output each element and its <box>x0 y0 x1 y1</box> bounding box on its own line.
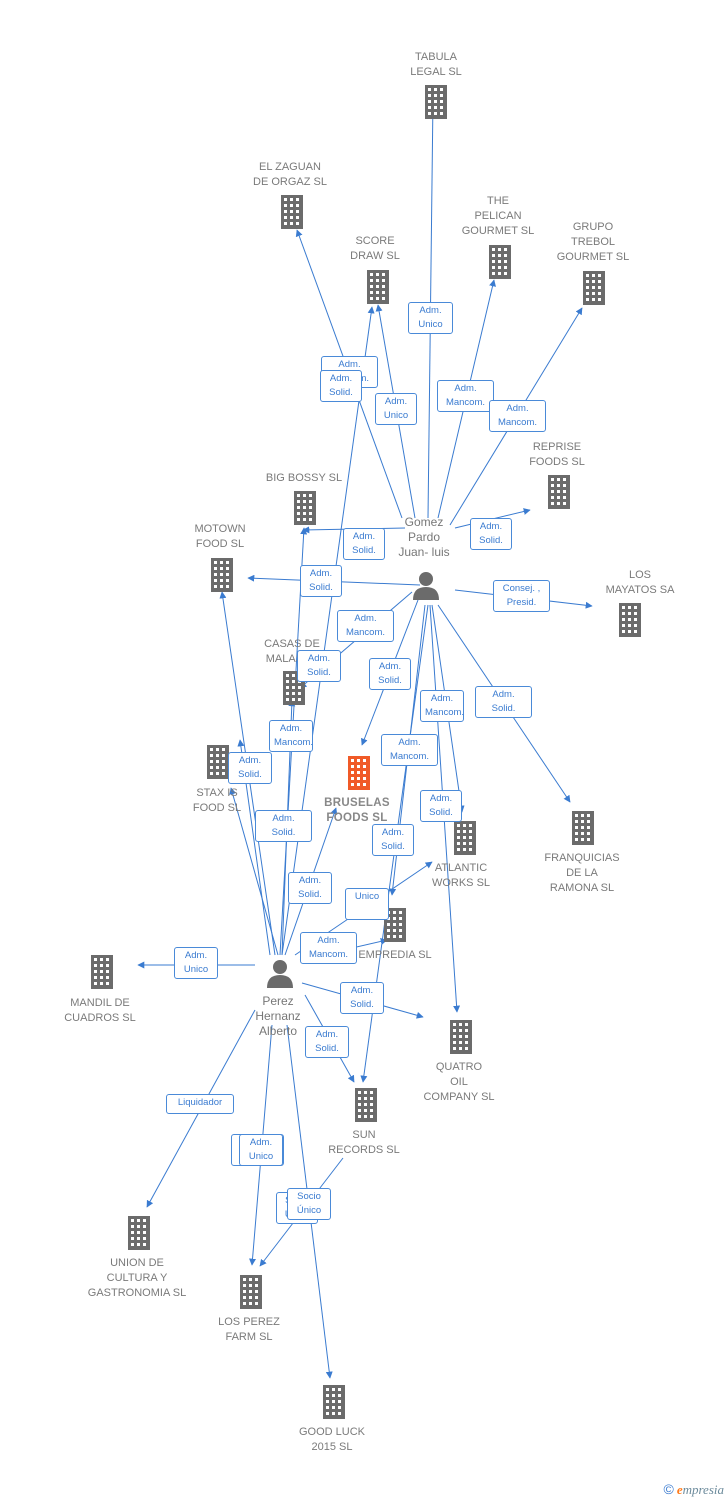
company-label[interactable]: MOTOWN FOOD SL <box>194 523 246 550</box>
edge-line <box>281 306 375 956</box>
company-building-icon[interactable] <box>87 955 117 989</box>
company-building-icon[interactable] <box>290 491 320 525</box>
role-label: Adm. Solid. <box>475 686 532 718</box>
empresia-logo: ©empresia <box>663 1481 724 1497</box>
company-label[interactable]: LOS MAYATOS SA <box>605 569 675 596</box>
company-building-icon[interactable] <box>236 1275 266 1309</box>
company-label[interactable]: UNION DE CULTURA Y GASTRONOMIA SL <box>87 1257 187 1299</box>
company-building-icon[interactable] <box>421 85 451 119</box>
company-label[interactable]: MANDIL DE CUADROS SL <box>64 997 136 1024</box>
role-label: Adm. Solid. <box>320 370 362 402</box>
company-label[interactable]: EMPREDIA SL <box>358 949 432 961</box>
company-building-icon[interactable] <box>568 811 598 845</box>
company-building-icon[interactable] <box>485 245 515 279</box>
role-label: Adm. Solid. <box>305 1026 349 1058</box>
company-label[interactable]: SUN RECORDS SL <box>328 1129 400 1156</box>
company-building-icon[interactable] <box>124 1216 154 1250</box>
role-label: Liquidador <box>166 1094 234 1114</box>
person-label[interactable]: Perez Hernanz Alberto <box>255 994 301 1038</box>
role-label: Adm. Mancom. <box>420 690 464 722</box>
company-label[interactable]: SCORE DRAW SL <box>350 235 400 262</box>
person-icon[interactable] <box>265 958 295 988</box>
role-label: Adm. Solid. <box>369 658 411 690</box>
role-label: Consej. , Presid. <box>493 580 550 612</box>
company-building-icon[interactable] <box>319 1385 349 1419</box>
company-building-icon[interactable] <box>579 271 609 305</box>
company-label[interactable]: FRANQUICIAS DE LA RAMONA SL <box>544 852 620 894</box>
role-label: Adm. Mancom. <box>269 720 313 752</box>
role-label: Adm. Mancom. <box>381 734 438 766</box>
company-label[interactable]: LOS PEREZ FARM SL <box>218 1316 280 1343</box>
role-label: Adm. Unico <box>239 1134 283 1166</box>
role-label: Adm. Solid. <box>343 528 385 560</box>
company-label[interactable]: BIG BOSSY SL <box>265 472 343 484</box>
role-label: Adm. Solid. <box>297 650 341 682</box>
company-building-icon[interactable] <box>351 1088 381 1122</box>
company-building-icon[interactable] <box>363 270 393 304</box>
company-label[interactable]: STAX IS FOOD SL <box>192 787 242 814</box>
role-label: Adm. Mancom. <box>337 610 394 642</box>
company-building-icon[interactable] <box>380 908 410 942</box>
role-label: Adm. Solid. <box>288 872 332 904</box>
role-label: Adm. Unico <box>375 393 417 425</box>
role-label: Adm. Mancom. <box>300 932 357 964</box>
company-label[interactable]: GOOD LUCK 2015 SL <box>298 1426 365 1453</box>
role-label: Adm. Solid. <box>420 790 462 822</box>
person-icon[interactable] <box>411 570 441 600</box>
company-building-icon[interactable] <box>446 1020 476 1054</box>
company-label[interactable]: TABULA LEGAL SL <box>410 51 462 78</box>
role-label: Socio Único <box>287 1188 331 1220</box>
company-building-icon[interactable] <box>203 745 233 779</box>
role-label: Adm. Solid. <box>300 565 342 597</box>
role-label: Adm. Mancom. <box>489 400 546 432</box>
main-company-building-icon[interactable] <box>344 756 374 790</box>
role-label: Adm. Mancom. <box>437 380 494 412</box>
role-label: Adm. Solid. <box>255 810 312 842</box>
company-label[interactable]: REPRISE FOODS SL <box>529 441 585 468</box>
person-label[interactable]: Gomez Pardo Juan- luis <box>398 515 450 559</box>
company-building-icon[interactable] <box>450 821 480 855</box>
company-building-icon[interactable] <box>544 475 574 509</box>
company-label[interactable]: ATLANTIC WORKS SL <box>431 862 491 889</box>
company-label[interactable]: BRUSELAS FOODS SL <box>324 797 390 824</box>
company-label[interactable]: THE PELICAN GOURMET SL <box>461 195 535 237</box>
role-label: Adm. Unico <box>408 302 453 334</box>
company-label[interactable]: EL ZAGUAN DE ORGAZ SL <box>253 161 327 188</box>
company-label[interactable]: GRUPO TREBOL GOURMET SL <box>556 221 630 263</box>
company-building-icon[interactable] <box>277 195 307 229</box>
role-label: Adm. Unico <box>174 947 218 979</box>
company-building-icon[interactable] <box>207 558 237 592</box>
company-building-icon[interactable] <box>615 603 645 637</box>
company-label[interactable]: QUATRO OIL COMPANY SL <box>423 1061 495 1103</box>
role-label: Adm. Solid. <box>228 752 272 784</box>
role-label: Adm. Solid. <box>470 518 512 550</box>
role-label: Adm. Solid. <box>372 824 414 856</box>
role-label: Unico <box>345 888 389 920</box>
edge-line <box>229 787 279 956</box>
role-label: Adm. Solid. <box>340 982 384 1014</box>
